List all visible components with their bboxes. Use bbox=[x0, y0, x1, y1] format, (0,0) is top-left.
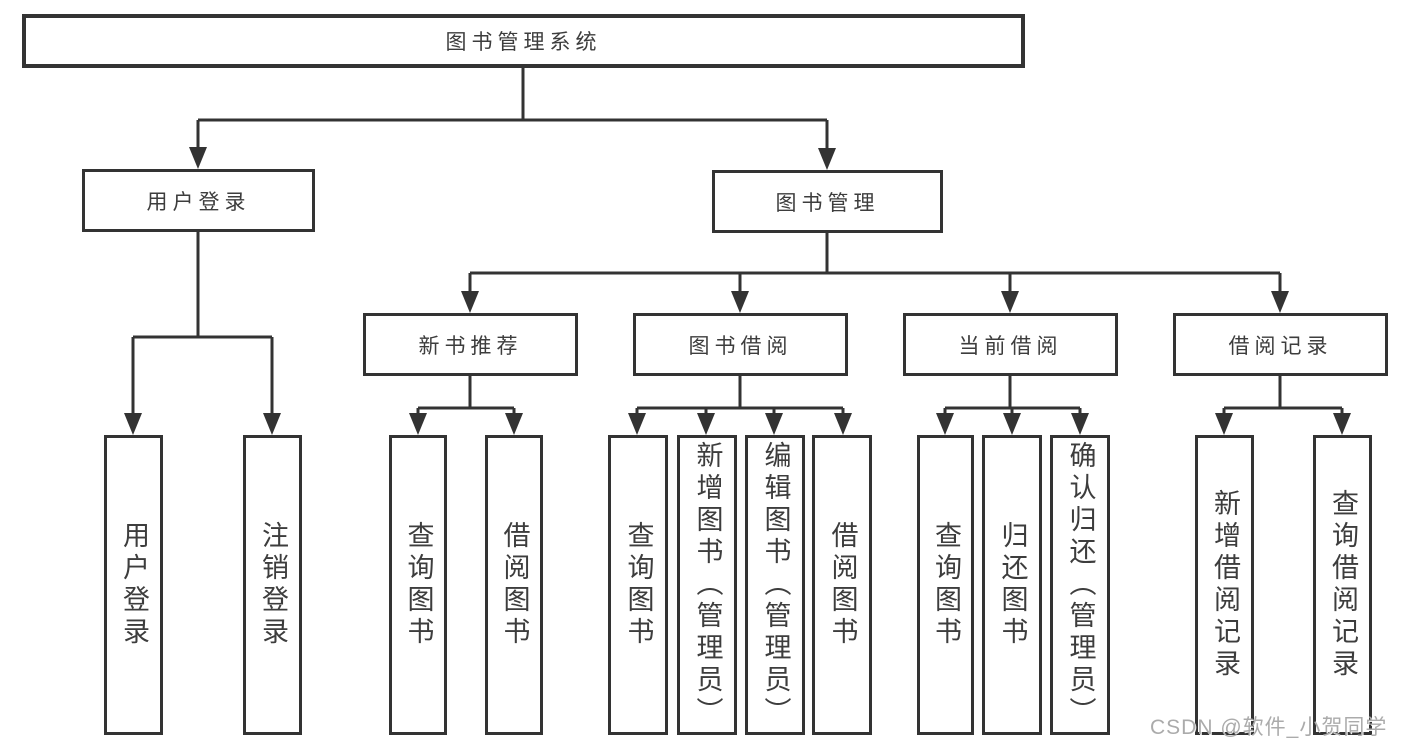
arrow-down-icon bbox=[1333, 413, 1351, 435]
leaf-label: 查询借阅记录 bbox=[1328, 489, 1358, 681]
leaf-label: 新增图书（管理员） bbox=[692, 441, 723, 729]
arrow-down-icon bbox=[1271, 291, 1289, 313]
arrow-down-icon bbox=[936, 413, 954, 435]
leaf-return-books: 归还图书 bbox=[982, 435, 1042, 735]
leaf-borrow-books-borrow: 借阅图书 bbox=[812, 435, 872, 735]
node-label: 用户登录 bbox=[146, 190, 251, 214]
leaf-query-books-recommend: 查询图书 bbox=[389, 435, 447, 735]
csdn-watermark: CSDN @软件_小贺同学 bbox=[1150, 716, 1388, 739]
arrow-down-icon bbox=[731, 291, 749, 313]
leaf-label: 用户登录 bbox=[119, 521, 149, 649]
arrow-down-icon bbox=[461, 291, 479, 313]
arrow-down-icon bbox=[124, 413, 142, 435]
leaf-query-borrow-record: 查询借阅记录 bbox=[1313, 435, 1372, 735]
leaf-logout: 注销登录 bbox=[243, 435, 302, 735]
leaf-add-borrow-record: 新增借阅记录 bbox=[1195, 435, 1254, 735]
leaf-label: 查询图书 bbox=[623, 521, 654, 649]
node-label: 图书管理 bbox=[775, 191, 880, 215]
arrow-down-icon bbox=[628, 413, 646, 435]
arrow-down-icon bbox=[189, 147, 207, 169]
node-library-system-root: 图书管理系统 bbox=[22, 14, 1025, 68]
node-label: 图书借阅 bbox=[688, 334, 793, 358]
node-book-borrowing: 图书借阅 bbox=[633, 313, 848, 376]
leaf-query-books-borrow: 查询图书 bbox=[608, 435, 668, 735]
leaf-label: 查询图书 bbox=[931, 521, 961, 649]
arrow-down-icon bbox=[409, 413, 427, 435]
leaf-confirm-return-admin: 确认归还（管理员） bbox=[1050, 435, 1110, 735]
arrow-down-icon bbox=[1071, 413, 1089, 435]
arrow-down-icon bbox=[505, 413, 523, 435]
leaf-borrow-books-recommend: 借阅图书 bbox=[485, 435, 543, 735]
node-book-management: 图书管理 bbox=[712, 170, 943, 233]
leaf-query-books-current: 查询图书 bbox=[917, 435, 974, 735]
arrow-down-icon bbox=[1001, 291, 1019, 313]
node-label: 新书推荐 bbox=[418, 334, 523, 358]
arrow-down-icon bbox=[697, 413, 715, 435]
leaf-label: 编辑图书（管理员） bbox=[760, 441, 791, 729]
arrow-down-icon bbox=[1003, 413, 1021, 435]
leaf-label: 确认归还（管理员） bbox=[1065, 441, 1096, 729]
node-current-borrowing: 当前借阅 bbox=[903, 313, 1118, 376]
arrow-down-icon bbox=[263, 413, 281, 435]
arrow-down-icon bbox=[1215, 413, 1233, 435]
leaf-label: 借阅图书 bbox=[499, 521, 530, 649]
node-new-book-recommendation: 新书推荐 bbox=[363, 313, 578, 376]
arrow-down-icon bbox=[765, 413, 783, 435]
leaf-label: 查询图书 bbox=[403, 521, 434, 649]
leaf-add-book-admin: 新增图书（管理员） bbox=[677, 435, 737, 735]
node-label: 当前借阅 bbox=[958, 334, 1063, 358]
node-user-login: 用户登录 bbox=[82, 169, 315, 232]
arrow-down-icon bbox=[818, 148, 836, 170]
node-label: 图书管理系统 bbox=[445, 31, 602, 54]
leaf-label: 借阅图书 bbox=[827, 521, 858, 649]
node-borrowing-records: 借阅记录 bbox=[1173, 313, 1388, 376]
leaf-label: 新增借阅记录 bbox=[1210, 489, 1240, 681]
leaf-label: 归还图书 bbox=[997, 521, 1028, 649]
leaf-user-login: 用户登录 bbox=[104, 435, 163, 735]
leaf-label: 注销登录 bbox=[258, 521, 288, 649]
node-label: 借阅记录 bbox=[1228, 334, 1333, 358]
arrow-down-icon bbox=[834, 413, 852, 435]
leaf-edit-book-admin: 编辑图书（管理员） bbox=[745, 435, 805, 735]
